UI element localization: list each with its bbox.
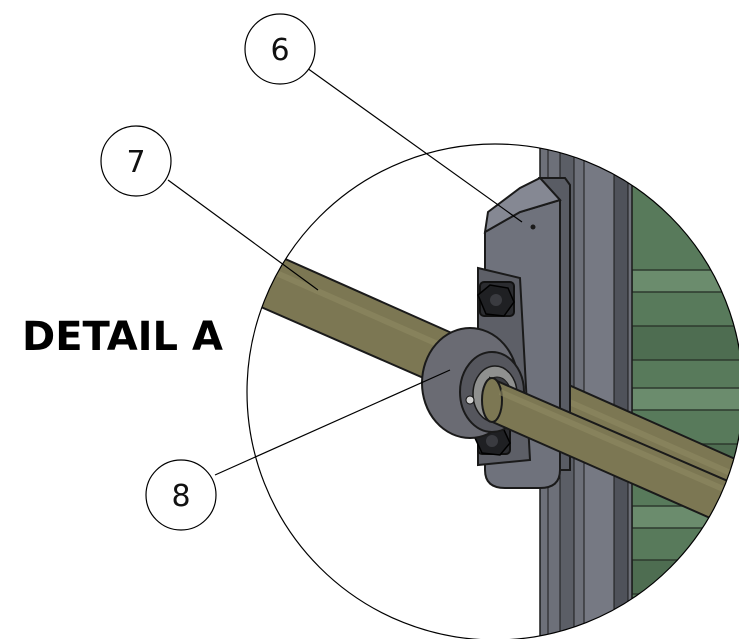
balloon-6-label: 6 [270, 33, 289, 68]
detail-boundary-circle [246, 143, 739, 639]
detail-circle-contents [247, 144, 739, 639]
upper-bolt [477, 281, 515, 317]
green-panel [627, 150, 739, 639]
leader-line-6 [306, 67, 523, 223]
leader-line-7 [167, 179, 319, 291]
balloon-7: 7 [100, 125, 172, 197]
bearing-housing [421, 266, 739, 542]
detail-title: DETAIL A [22, 314, 223, 360]
leader-line-8 [214, 369, 451, 476]
balloon-8-label: 8 [171, 479, 190, 514]
balloon-7-label: 7 [126, 145, 145, 180]
balloon-8: 8 [145, 459, 217, 531]
balloon-6: 6 [244, 13, 316, 85]
